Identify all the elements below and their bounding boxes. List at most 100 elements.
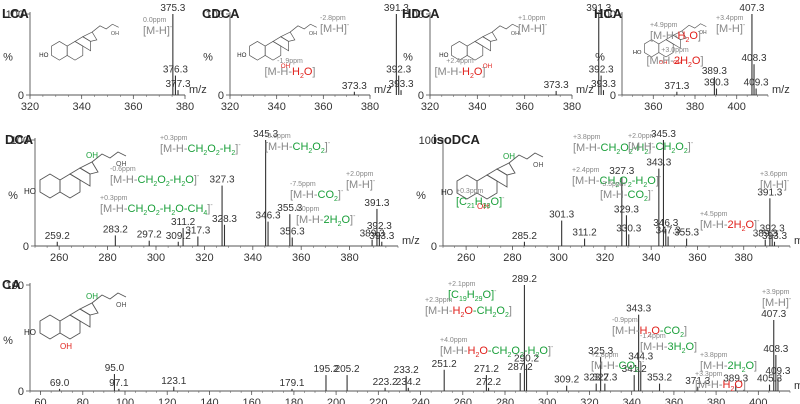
structure-ring — [280, 31, 296, 42]
ppm-label: +2.1ppm — [448, 281, 476, 288]
formula-part: 2H — [324, 214, 338, 226]
formula-part: ] — [194, 174, 197, 186]
formula-part: CH — [188, 143, 204, 155]
y-tick-label: 100 — [598, 9, 616, 21]
x-tick-label: 380 — [176, 101, 194, 113]
peak-label: 343.3 — [626, 304, 651, 315]
ion-annotation: +4.0ppm[M-H-H2​O-CH2​O2​-H2​O]-​ — [440, 337, 554, 359]
x-tick-label: 340 — [72, 101, 90, 113]
ppm-label: +2.3ppm — [425, 297, 453, 304]
peak-label: 205.2 — [335, 364, 360, 375]
formula-part: 2 — [507, 352, 511, 359]
formula-part: -H — [160, 203, 172, 215]
formula-part: [M-H- — [573, 142, 601, 154]
peak-label: 408.3 — [742, 53, 767, 64]
formula-part: O — [464, 305, 473, 317]
ion-annotation: +0.3ppm[M-H-CH2​O2​-H2​O-CH4​]-​ — [100, 195, 213, 217]
formula-part: 2 — [492, 312, 496, 319]
ppm-label: +2.0ppm — [628, 133, 656, 140]
y-axis-label: % — [3, 335, 13, 347]
formula-part: - — [353, 213, 356, 220]
formula-part: -H — [524, 345, 536, 357]
ion-annotation: +3.8ppm[M-H-CH2​O2​-H2​]-​ — [573, 134, 654, 156]
formula-part: 2 — [688, 62, 692, 69]
ppm-label: +3.4ppm — [716, 15, 744, 22]
peak-label: 97.1 — [109, 378, 129, 389]
structure-acid-label: OH — [116, 302, 127, 309]
structure-ring — [79, 302, 99, 316]
x-tick-label: 360 — [665, 397, 683, 404]
peak-label: 391.3 — [364, 198, 389, 209]
ion-annotation: -7.5ppm[M-H-CO2​]-​ — [290, 181, 344, 203]
formula-part: ] — [684, 325, 687, 337]
structure-ring — [249, 40, 266, 61]
formula-part: 2 — [181, 181, 185, 188]
peak-label: 345.3 — [651, 129, 676, 140]
ion-formula: [M-H-H2​O-CO2​] — [612, 325, 687, 339]
formula-part: - — [651, 188, 654, 195]
formula-part: - — [238, 142, 241, 149]
formula-part: 2 — [628, 182, 632, 189]
ion-annotation: +2.0ppm[M-H-CH2​O2​]-​ — [628, 133, 694, 155]
x-tick-label: 320 — [421, 101, 439, 113]
formula-part: 2 — [742, 226, 746, 233]
x-tick-label: 380 — [361, 101, 379, 113]
x-axis-label: m/z — [402, 235, 420, 247]
formula-part: 2 — [535, 352, 539, 359]
x-tick-label: 320 — [195, 252, 213, 264]
peak-label: 301.3 — [549, 210, 574, 221]
formula-part: O — [619, 175, 628, 187]
x-tick-label: 300 — [549, 252, 567, 264]
ppm-label: +2.0ppm — [346, 171, 374, 178]
formula-part: 2 — [647, 332, 651, 339]
formula-part: 2 — [171, 210, 175, 217]
formula-part: O — [689, 30, 698, 42]
peak-label: 309.2 — [554, 375, 579, 386]
x-tick-label: 300 — [538, 397, 556, 404]
structure-side-chain — [91, 23, 119, 33]
formula-part: ] — [698, 30, 701, 42]
ppm-label: -3.5ppm — [600, 181, 626, 188]
peak-label: 317.3 — [185, 225, 210, 236]
formula-part: CH — [656, 141, 672, 153]
hydroxyl-label: HO — [24, 187, 36, 196]
ion-formula: [M-H-CH2​O2​-H2​O-CH4​]-​ — [100, 202, 213, 217]
formula-part: ] — [235, 143, 238, 155]
formula-part: 2 — [644, 149, 648, 156]
formula-part: CO — [619, 360, 636, 372]
formula-part: 2 — [153, 181, 157, 188]
formula-part: - — [787, 178, 790, 185]
peak-label: 259.2 — [45, 231, 70, 242]
formula-part: [M-H] — [143, 25, 170, 37]
ion-annotation: +2.3ppm[M-H-H2​O-CH2​O2​] — [425, 297, 512, 319]
structure-ring — [496, 162, 516, 176]
peak-label: 311.2 — [171, 217, 196, 228]
formula-part: 2 — [321, 148, 325, 155]
hydroxyl-label: OH — [60, 342, 72, 351]
peak-label: 353.2 — [647, 373, 672, 384]
peak-label: 371.3 — [664, 81, 689, 92]
formula-part: CH — [600, 175, 616, 187]
ppm-label: -1.4ppm — [640, 333, 666, 340]
y-axis-label: % — [416, 190, 426, 202]
formula-part: O — [745, 360, 754, 372]
formula-part: -H — [170, 174, 182, 186]
hydroxyl-label: HO — [633, 50, 642, 56]
formula-part: 21 — [467, 203, 475, 210]
formula-part: ] — [207, 203, 210, 215]
y-tick-label: 100 — [406, 9, 424, 21]
formula-part: -CH — [488, 345, 508, 357]
structure-ring — [51, 40, 68, 61]
formula-part: [M-H- — [425, 305, 453, 317]
formula-part: 2 — [644, 196, 648, 203]
formula-part: CH — [128, 203, 144, 215]
formula-part: - — [347, 22, 350, 29]
formula-part: [M-H- — [435, 66, 463, 78]
ppm-label: +4.5ppm — [700, 211, 728, 218]
structure-ring — [39, 314, 61, 340]
peak-label: 373.3 — [342, 81, 367, 92]
formula-part: H — [467, 289, 475, 301]
peak-label: 355.3 — [674, 228, 699, 239]
